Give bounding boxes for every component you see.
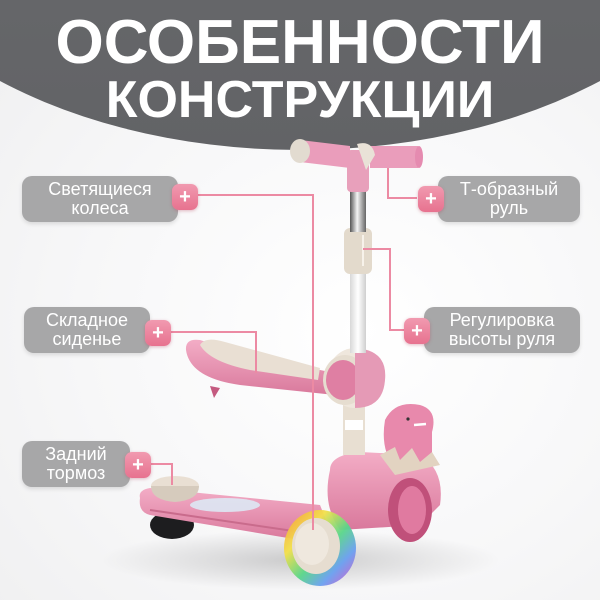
plus-badge-height-adjust[interactable]: + (404, 318, 430, 344)
connector-height-adjust-h2 (389, 329, 405, 331)
feature-label-line2: тормоз (46, 463, 106, 483)
plus-badge-folding-seat[interactable]: + (145, 320, 171, 346)
feature-label-line1: Т-образный (459, 179, 559, 199)
feature-label-glowing-wheels: Светящиеся колеса (22, 176, 178, 222)
feature-label-rear-brake: Задний тормоз (22, 441, 130, 487)
connector-rear-brake-v (171, 463, 173, 485)
feature-label-line2: руль (489, 198, 529, 218)
plus-badge-rear-brake[interactable]: + (125, 452, 151, 478)
feature-label-height-adjust: Регулировка высоты руля (424, 307, 580, 353)
title-line-2: КОНСТРУКЦИИ (105, 71, 495, 129)
connector-glowing-wheels-v (312, 194, 314, 530)
feature-label-line1: Задний (45, 444, 107, 464)
feature-label-line1: Светящиеся (48, 179, 152, 199)
connector-t-handlebar-v (387, 168, 389, 198)
feature-label-line2: высоты руля (448, 329, 556, 349)
feature-label-line2: колеса (71, 198, 129, 218)
plus-badge-glowing-wheels[interactable]: + (172, 184, 198, 210)
feature-label-line1: Регулировка (449, 310, 555, 330)
connector-folding-seat-h (170, 331, 256, 333)
connector-rear-brake-h (150, 463, 172, 465)
connector-height-adjust-h1 (363, 248, 389, 250)
connector-height-adjust-v (389, 248, 391, 330)
connector-glowing-wheels-h (197, 194, 313, 196)
plus-badge-t-handlebar[interactable]: + (418, 186, 444, 212)
connector-folding-seat-v (255, 331, 257, 373)
feature-label-folding-seat: Складное сиденье (24, 307, 150, 353)
feature-label-t-handlebar: Т-образный руль (438, 176, 580, 222)
feature-label-line1: Складное (45, 310, 129, 330)
connector-t-handlebar-h (387, 197, 417, 199)
feature-label-line2: сиденье (52, 329, 122, 349)
title-line-1: ОСОБЕННОСТИ (55, 8, 545, 77)
